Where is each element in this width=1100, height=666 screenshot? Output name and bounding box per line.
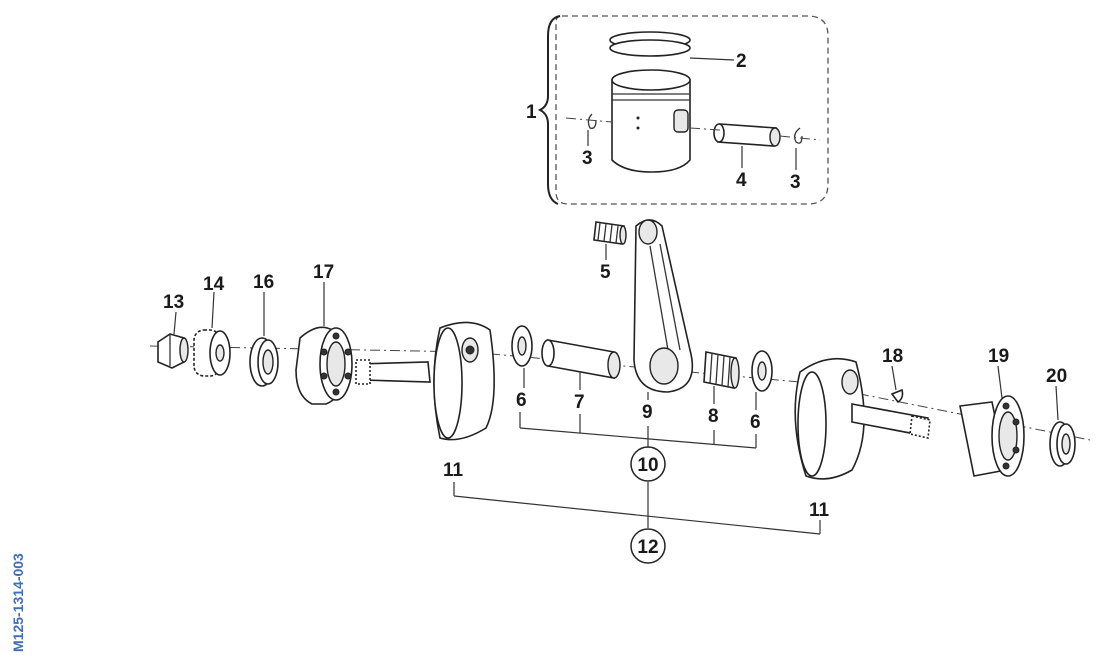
oil-seal-left <box>249 337 279 387</box>
callout-2: 2 <box>736 51 747 72</box>
callout-11-right: 11 <box>809 500 830 521</box>
piston-kit-dashed-frame <box>555 15 829 205</box>
callout-17: 17 <box>313 262 334 283</box>
small-end-bearing <box>593 221 627 245</box>
circlip-left <box>587 113 597 129</box>
leader-lines <box>173 57 1059 535</box>
callout-3-left: 3 <box>582 148 593 169</box>
document-code: M125-1314-003 <box>10 553 26 652</box>
crank-half-right <box>794 357 931 480</box>
callout-9: 9 <box>642 402 653 423</box>
oil-seal-right <box>1049 421 1076 467</box>
connecting-rod <box>633 219 694 393</box>
callout-4: 4 <box>736 170 747 191</box>
main-bearing-right <box>959 395 1025 477</box>
callout-7: 7 <box>574 392 585 413</box>
callout-12: 12 <box>637 537 658 558</box>
thrust-washer-left <box>511 325 533 367</box>
piston-kit-group <box>537 15 829 205</box>
callout-3-right: 3 <box>790 172 801 193</box>
callout-11-left: 11 <box>443 460 464 481</box>
main-bearing-left <box>295 326 353 405</box>
nut <box>157 333 189 369</box>
assembly-12-ring <box>630 528 666 564</box>
callout-20: 20 <box>1046 366 1067 387</box>
callout-1: 1 <box>526 102 537 123</box>
assembly-10-ring <box>630 446 666 482</box>
big-end-bearing <box>703 351 740 389</box>
callout-6-right: 6 <box>750 412 761 433</box>
callout-14: 14 <box>203 274 225 295</box>
circlip-right <box>794 127 803 144</box>
thrust-washer-right <box>751 350 773 392</box>
crank-half-left <box>355 321 495 441</box>
callout-6-left: 6 <box>516 390 527 411</box>
crank-pin <box>541 339 621 379</box>
callout-13: 13 <box>163 292 184 313</box>
piston-kit-brace <box>537 15 561 205</box>
piston-rings <box>609 31 691 57</box>
callout-8: 8 <box>708 406 719 427</box>
drive-gear <box>193 329 231 377</box>
callout-19: 19 <box>988 346 1009 367</box>
callout-5: 5 <box>600 262 611 283</box>
piston-pin <box>713 123 781 147</box>
piston <box>611 69 691 173</box>
callout-18: 18 <box>882 346 903 367</box>
callout-16: 16 <box>253 272 274 293</box>
callout-10: 10 <box>637 455 658 476</box>
woodruff-key <box>890 388 904 404</box>
